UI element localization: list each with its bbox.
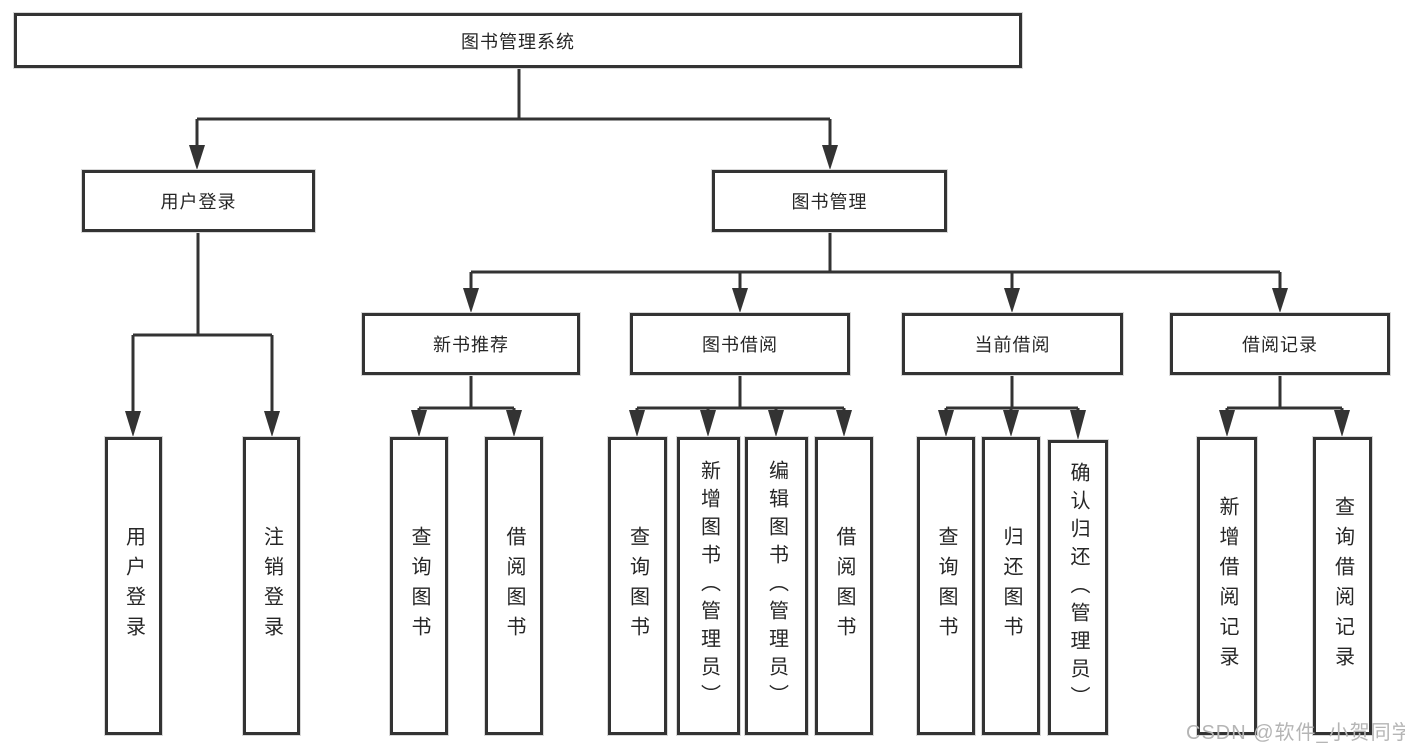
leaf-records-add: 新增借阅记录 — [1197, 437, 1257, 735]
arrowhead — [732, 288, 748, 313]
leaf-records-query: 查询借阅记录 — [1313, 437, 1372, 735]
arrowhead — [189, 145, 205, 170]
leaf-current-return-label: 归还图书 — [1000, 526, 1022, 646]
node-book-mgmt: 图书管理 — [712, 170, 947, 232]
connector-user-login-to-leaves — [125, 232, 280, 437]
csdn-watermark: CSDN @软件_小贺同学 — [1186, 722, 1405, 744]
connector-borrowing-to-leaves — [629, 375, 852, 437]
arrowhead — [700, 410, 716, 437]
arrowhead — [1219, 410, 1235, 437]
arrowhead — [1004, 288, 1020, 313]
leaf-borrow-add-label: 新增图书（管理员） — [697, 460, 720, 712]
arrowhead — [836, 410, 852, 437]
connector-root-to-level2 — [189, 68, 838, 170]
arrowhead — [1334, 410, 1350, 437]
arrowhead — [938, 410, 954, 437]
leaf-current-query-label: 查询图书 — [935, 526, 957, 646]
leaf-borrow-borrow-label: 借阅图书 — [833, 526, 855, 646]
connector-records-to-leaves — [1219, 375, 1350, 437]
arrowhead — [264, 411, 280, 437]
leaf-borrow-edit-label: 编辑图书（管理员） — [765, 460, 788, 712]
arrowhead — [1272, 288, 1288, 313]
connector-book-mgmt-to-level3 — [463, 232, 1288, 313]
node-borrowing: 图书借阅 — [630, 313, 850, 375]
leaf-current-return: 归还图书 — [982, 437, 1040, 735]
leaf-user-login-label: 用户登录 — [122, 526, 145, 646]
leaf-borrow-query-label: 查询图书 — [626, 526, 649, 646]
leaf-logout: 注销登录 — [243, 437, 300, 735]
arrowhead — [629, 410, 645, 437]
node-root: 图书管理系统 — [14, 13, 1022, 68]
arrowhead — [1070, 410, 1086, 440]
leaf-borrow-borrow: 借阅图书 — [815, 437, 873, 735]
leaf-logout-label: 注销登录 — [260, 526, 283, 646]
leaf-newbook-borrow: 借阅图书 — [485, 437, 543, 735]
node-current: 当前借阅 — [902, 313, 1123, 375]
arrowhead — [411, 410, 427, 437]
leaf-current-confirm: 确认归还（管理员） — [1048, 440, 1108, 735]
arrowhead — [768, 410, 784, 437]
leaf-current-query: 查询图书 — [917, 437, 975, 735]
leaf-newbook-borrow-label: 借阅图书 — [503, 526, 525, 646]
leaf-newbook-query: 查询图书 — [390, 437, 448, 735]
arrowhead — [125, 411, 141, 437]
node-records: 借阅记录 — [1170, 313, 1390, 375]
connector-new-books-to-leaves — [411, 375, 522, 437]
node-user-login: 用户登录 — [82, 170, 315, 232]
leaf-newbook-query-label: 查询图书 — [408, 526, 430, 646]
arrowhead — [822, 145, 838, 170]
leaf-records-add-label: 新增借阅记录 — [1216, 496, 1238, 676]
leaf-records-query-label: 查询借阅记录 — [1331, 496, 1354, 676]
arrowhead — [506, 410, 522, 437]
arrowhead — [1003, 410, 1019, 437]
leaf-current-confirm-label: 确认归还（管理员） — [1067, 461, 1089, 714]
leaf-borrow-query: 查询图书 — [608, 437, 667, 735]
leaf-user-login: 用户登录 — [105, 437, 162, 735]
node-new-books: 新书推荐 — [362, 313, 580, 375]
connector-current-to-leaves — [938, 375, 1086, 440]
leaf-borrow-edit: 编辑图书（管理员） — [745, 437, 808, 735]
arrowhead — [463, 288, 479, 313]
leaf-borrow-add: 新增图书（管理员） — [677, 437, 740, 735]
